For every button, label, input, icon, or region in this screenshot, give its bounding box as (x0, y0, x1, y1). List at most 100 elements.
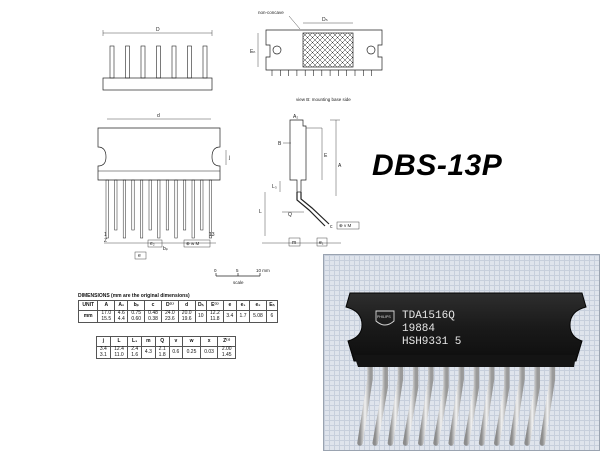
front-view-pin (140, 179, 144, 239)
table1-header: A₂ (114, 300, 129, 311)
table2-header: j (96, 336, 111, 347)
q-label: Q (288, 212, 292, 218)
package-title: DBS-13P (372, 149, 503, 182)
e2-label: e₂ (150, 241, 155, 247)
chip-lead (494, 358, 510, 446)
table1-header: UNIT (77, 300, 99, 311)
table1-header: e₂ (249, 300, 267, 311)
chip-lead (509, 358, 525, 446)
top-view-pin (140, 45, 146, 79)
chip-marking-line-3: HSH9331 5 (402, 336, 461, 348)
chip-lead (463, 358, 480, 446)
top-view-pin (187, 45, 192, 79)
front-z-label: Z (104, 238, 107, 244)
scale-bar (215, 273, 261, 277)
scale-tick-0: 0 (214, 268, 217, 273)
l3-label: L₃ (272, 184, 277, 190)
table2-cell: 0.6 (168, 346, 184, 359)
front-j-label: j (228, 155, 230, 161)
table1-cell: 6 (265, 310, 279, 323)
chip-lead (448, 358, 464, 446)
front-view-pin (157, 179, 161, 239)
bp-label: bₚ (163, 246, 168, 252)
a2-label: A₂ (293, 114, 298, 120)
side-e-label: E (324, 153, 328, 159)
front-view-pin (122, 179, 126, 239)
table2-header: L (109, 336, 129, 347)
table2-header: x (199, 336, 219, 347)
chip-body (345, 292, 587, 362)
front-d-label: d (157, 113, 160, 119)
dimensions-title: DIMENSIONS (mm are the original dimensio… (78, 293, 190, 299)
scale-tick-5: 5 (236, 268, 239, 273)
e1-label: e₁ (319, 240, 324, 246)
top-view-pin (125, 45, 130, 79)
table1-header: E⁽¹⁾ (205, 300, 224, 311)
chip-leads (357, 358, 556, 446)
front-view-pin (174, 179, 178, 239)
front-view-pin (131, 179, 135, 231)
top-view-pin (109, 45, 115, 79)
chip-lead (387, 358, 404, 446)
dimensions-table-1: UNIT A A₂ bₚ c D⁽¹⁾ d Dₕ E⁽¹⁾ e e₁ e₂ Eₕ… (77, 300, 279, 323)
table1-header: e (222, 300, 237, 311)
chip-lead (402, 358, 419, 446)
table2-header: m (141, 336, 156, 347)
front-view-pin (191, 179, 195, 239)
v-tolerance-box: ⊕ v M (339, 223, 352, 228)
top-view-pin (156, 45, 161, 79)
top-view-pin (202, 45, 208, 79)
table1-cell: 3.4 (222, 310, 237, 323)
front-view-pin (208, 179, 212, 239)
table2-cell: 4.3 (141, 346, 156, 359)
table1-cell: 5.08 (249, 310, 267, 323)
table1-header: e₁ (235, 300, 251, 311)
front-view-pin (200, 179, 204, 231)
chip-photo-illustration: PHILIPS TDA1516Q 19884 HSH9331 5 (345, 292, 587, 446)
a-label: A (338, 163, 342, 169)
unit-cell: mm (77, 310, 99, 323)
chip-lead (524, 358, 540, 446)
chip-photo: PHILIPS TDA1516Q 19884 HSH9331 5 (323, 254, 600, 451)
scale-label: scale (233, 280, 244, 285)
eh-label: Eₕ (250, 49, 255, 55)
table2-header: L₃ (127, 336, 143, 347)
pin13-label: 13 (209, 232, 215, 238)
c-label: c (330, 224, 333, 230)
pin1-label: 1 (104, 232, 107, 238)
chip-lead (372, 358, 388, 446)
chip-marking-line-2: 19884 (402, 323, 435, 335)
table2-cell: 0.25 (182, 346, 201, 359)
table1-cell: 10 (194, 310, 208, 323)
table1-cell: 1.7 (235, 310, 251, 323)
chip-lead (418, 358, 434, 446)
table1-header: Eₕ (265, 300, 279, 311)
top-view-pin (171, 45, 177, 79)
svg-text:PHILIPS: PHILIPS (377, 315, 391, 319)
top-view-drawing (102, 30, 213, 91)
front-view-pin (148, 179, 152, 231)
front-view-drawing (97, 118, 227, 260)
table2-cell: 0.03 (199, 346, 219, 359)
table1-header: Dₕ (194, 300, 208, 311)
m-label: m (292, 240, 296, 246)
top-view-d-label: D (156, 27, 160, 33)
table2-header: w (182, 336, 201, 347)
front-view-pin (114, 179, 118, 231)
table1-header: D⁽¹⁾ (160, 300, 179, 311)
mounting-view-drawing (257, 15, 383, 76)
chip-lead (539, 358, 556, 446)
front-view-pin (183, 179, 187, 231)
side-view-drawing (262, 119, 360, 247)
